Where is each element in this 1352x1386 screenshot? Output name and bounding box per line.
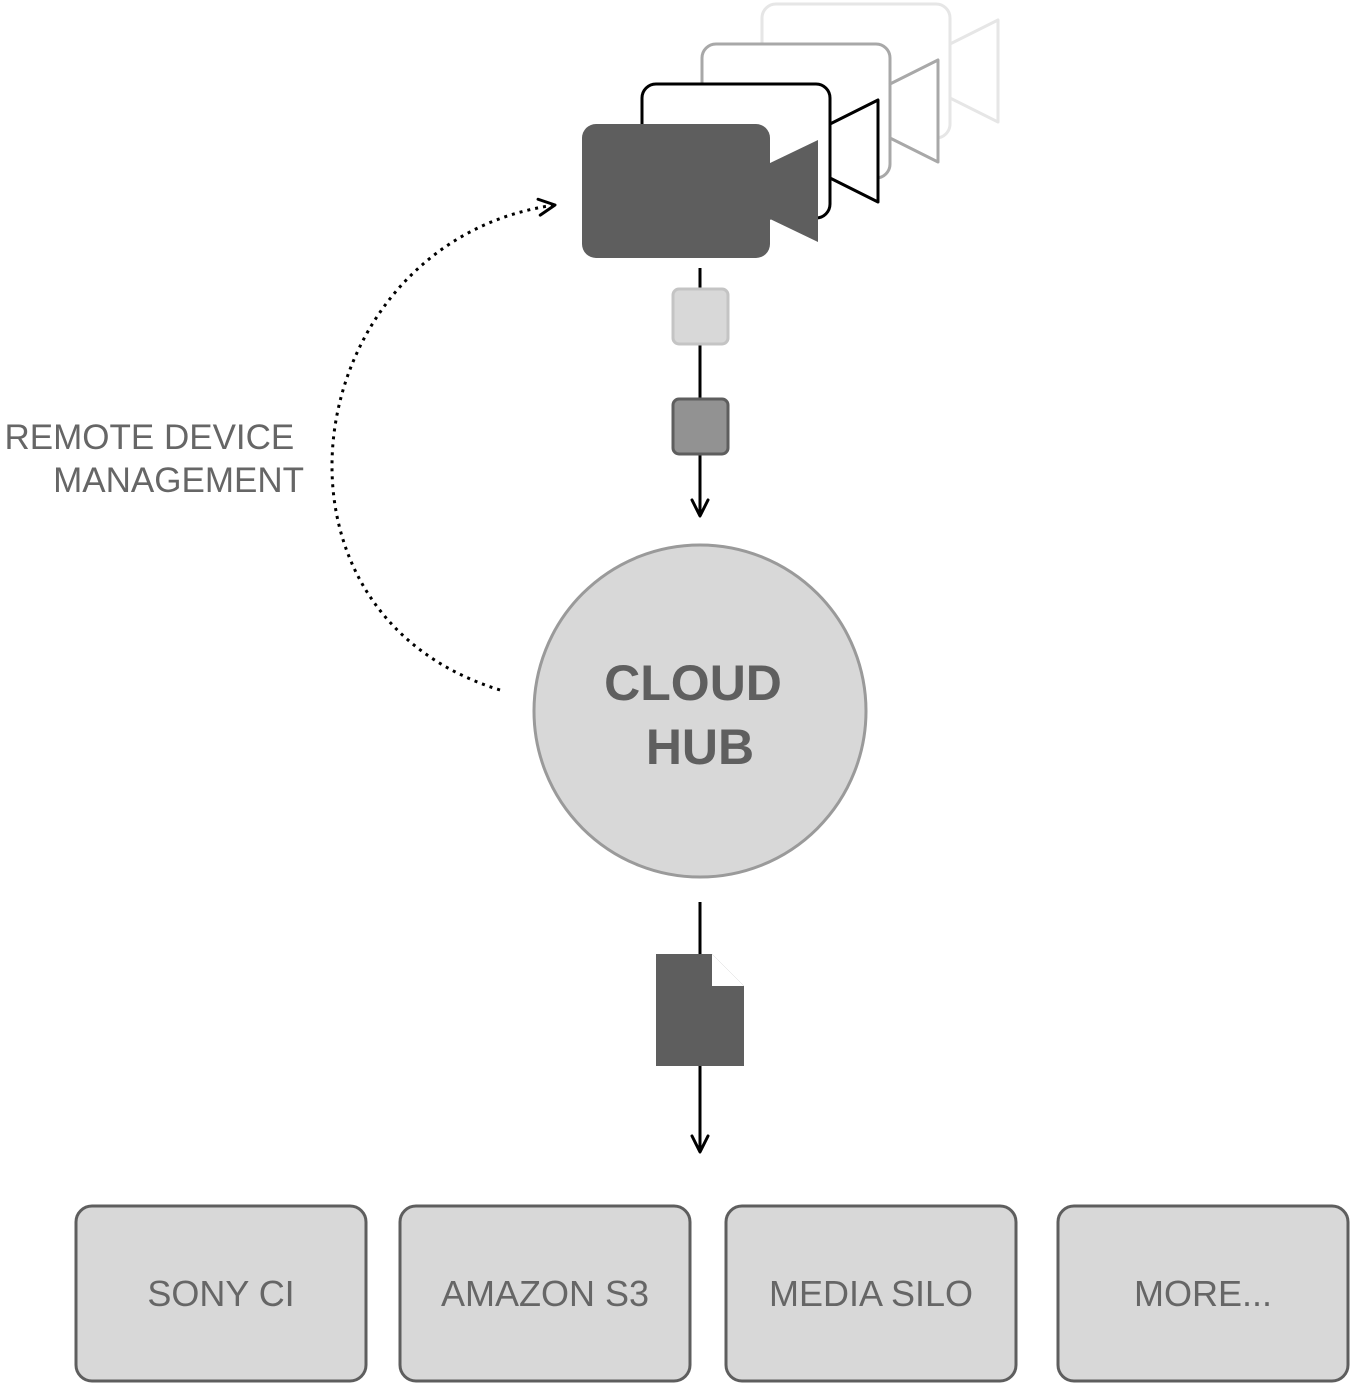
destination-label: MEDIA SILO [769,1273,973,1314]
destination-more[interactable]: MORE... [1056,1204,1350,1383]
data-packet-light [671,287,730,346]
cloud-hub-line2: HUB [646,719,754,775]
remote-management-line2: MANAGEMENT [53,461,304,500]
file-icon [656,954,744,1066]
destination-sony-ci[interactable]: SONY CI [74,1204,368,1383]
destination-label: MORE... [1134,1273,1272,1314]
destination-media-silo[interactable]: MEDIA SILO [724,1204,1018,1383]
destinations: SONY CI AMAZON S3 MEDIA SILO MORE... [74,1204,1350,1383]
cloud-hub-label: CLOUD HUB [604,655,796,775]
remote-management-label: REMOTE DEVICE MANAGEMENT [5,418,305,500]
data-packet-dark [671,397,730,456]
destination-amazon-s3[interactable]: AMAZON S3 [398,1204,692,1383]
cloud-hub-line1: CLOUD [604,655,782,711]
destination-label: AMAZON S3 [441,1273,649,1314]
remote-management-line1: REMOTE DEVICE [5,418,295,457]
cloud-hub: CLOUD HUB [532,543,868,879]
camera-icon-primary [582,124,818,258]
camera-stack [582,2,1000,258]
destination-label: SONY CI [147,1273,294,1314]
remote-management-arrow [330,197,557,692]
